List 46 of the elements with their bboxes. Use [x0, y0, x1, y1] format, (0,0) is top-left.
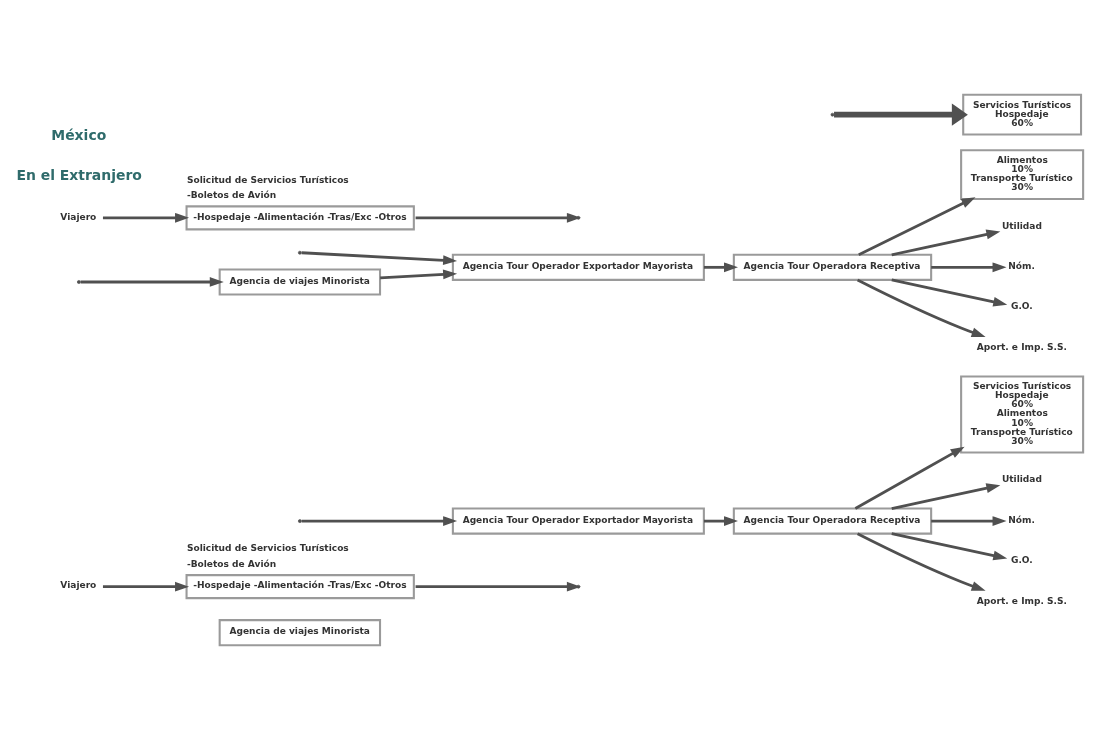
arrow [856, 278, 986, 338]
node-box: Agencia Tour Operadora Receptiva [732, 507, 933, 535]
node-label: -Boletos de Avión [186, 558, 277, 569]
arrow [301, 251, 458, 266]
node-text: G.O. [1010, 301, 1033, 312]
arrow [102, 212, 190, 223]
arrow [703, 262, 738, 273]
label: México [51, 126, 107, 143]
arrow [931, 262, 1007, 273]
arrow [102, 581, 190, 592]
arrow [854, 446, 965, 510]
node-text: Utilidad [1001, 220, 1042, 231]
arrow [834, 103, 968, 126]
node-box: -Hospedaje -Alimentación -Tras/Exc -Otros [185, 205, 415, 231]
node-text: Aport. e Imp. S.S. [976, 595, 1067, 606]
arrow [80, 277, 224, 287]
node-label: Solicitud de Servicios Turísticos [186, 543, 349, 554]
node-box: Agencia Tour Operador Exportador Mayorista [451, 253, 705, 281]
node-box: Agencia de viajes Minorista [218, 268, 382, 296]
arrow [856, 532, 986, 591]
node-box: Agencia Tour Operador Exportador Mayorista [451, 507, 705, 535]
arrow [891, 278, 1008, 307]
node-box: Agencia Tour Operadora Receptiva [732, 253, 933, 281]
node-box: Servicios Turísticos Hospedaje 60% [962, 93, 1083, 136]
node-label: -Boletos de Avión [186, 189, 277, 200]
node-text: Viajero [60, 580, 97, 591]
node-label: Solicitud de Servicios Turísticos [186, 174, 349, 185]
node-text: Utilidad [1001, 474, 1042, 485]
arrow [891, 229, 1001, 257]
node-text: Aport. e Imp. S.S. [976, 341, 1067, 352]
node-box: Alimentos 10% Transporte Turístico 30% [960, 149, 1085, 201]
node-box: Servicios Turísticos Hospedaje 60% Alimentos 10% Transporte Turístico 30% [960, 375, 1085, 454]
arrow [891, 483, 1001, 510]
arrow [703, 516, 738, 526]
arrow [301, 516, 458, 526]
arrow [858, 197, 976, 256]
arrow [380, 269, 458, 280]
arrow [891, 532, 1008, 561]
node-text: Nóm. [1008, 514, 1035, 525]
node-box: Agencia de viajes Minorista [218, 619, 382, 647]
node-box: -Hospedaje -Alimentación -Tras/Exc -Otros [185, 574, 415, 600]
arrow [931, 516, 1007, 526]
node-text: Viajero [60, 211, 97, 222]
node-text: Nóm. [1008, 261, 1035, 272]
node-text: G.O. [1010, 555, 1033, 566]
label: En el Extranjero [16, 167, 142, 184]
